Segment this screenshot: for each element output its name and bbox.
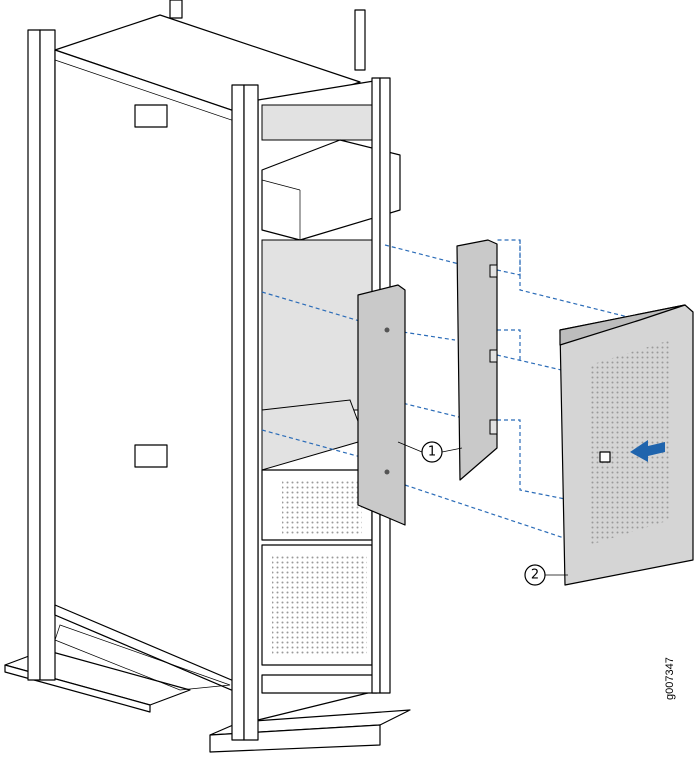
- callout-2-label: 2: [531, 568, 539, 583]
- callout-2: 2: [524, 564, 568, 586]
- cabinet-handle-lower: [134, 444, 168, 468]
- side-cover: [559, 304, 694, 586]
- callout-1-label: 1: [428, 445, 436, 460]
- router-chassis: [257, 79, 401, 721]
- air-baffle-panel: [456, 239, 498, 481]
- cabinet: [54, 14, 361, 701]
- rear-rack-post: [27, 0, 366, 681]
- figure-id: g007347: [664, 657, 676, 700]
- direction-arrow-icon: [630, 440, 665, 462]
- front-base: [209, 709, 411, 753]
- callout-1: 1: [397, 441, 463, 463]
- side-filler-panel: [357, 284, 406, 526]
- cabinet-handle-upper: [134, 104, 168, 128]
